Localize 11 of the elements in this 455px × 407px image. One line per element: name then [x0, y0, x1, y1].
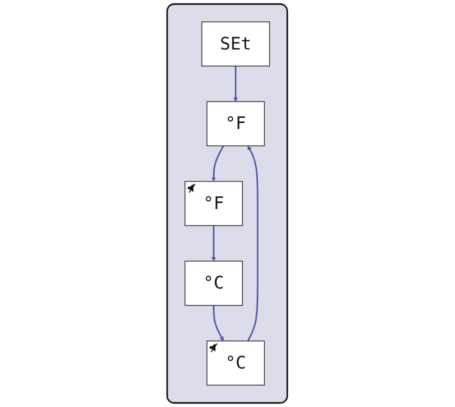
node-box: SEt: [202, 21, 270, 66]
arrow: [234, 66, 238, 102]
arrow: [212, 226, 216, 262]
node-box: °C: [184, 260, 244, 306]
node-box: °F: [184, 181, 244, 226]
node-box: °F: [206, 101, 266, 146]
cluster: [166, 3, 288, 404]
node-box: °C: [206, 340, 266, 386]
arrow: [212, 145, 224, 182]
arrow: [213, 305, 224, 342]
arrow: [247, 146, 259, 342]
